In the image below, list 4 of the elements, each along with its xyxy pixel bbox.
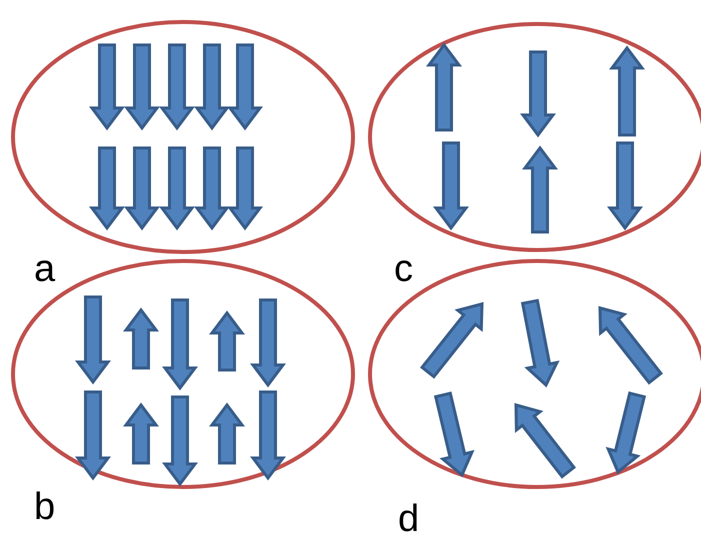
panel-label: d <box>398 500 420 534</box>
panel-label: b <box>34 488 56 526</box>
panel-label: a <box>34 250 56 288</box>
panel-label: c <box>394 250 413 288</box>
